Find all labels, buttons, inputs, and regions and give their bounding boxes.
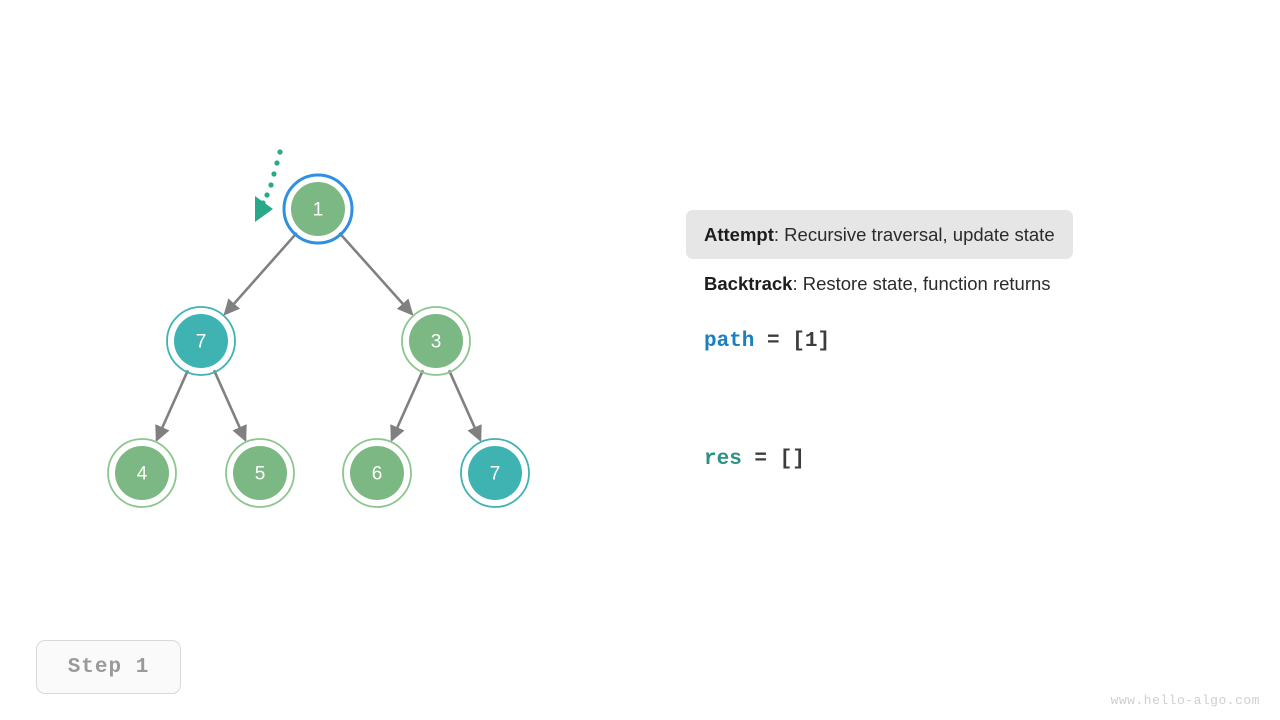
node-label: 7 [490,464,501,485]
tree-nodes: 1 7 3 4 5 6 7 [107,173,530,508]
node-ring-gap [285,177,350,242]
node-label: 4 [137,464,148,485]
res-operator: = [741,448,780,471]
path-operator: = [754,330,793,353]
node-ring [225,438,295,508]
tree-node-4[interactable]: 4 [107,438,177,508]
tree-edge [155,368,190,443]
watermark: www.hello-algo.com [1110,693,1260,708]
node-body [468,446,522,500]
node-ring-gap [344,440,409,505]
info-panel: Attempt: Recursive traversal, update sta… [686,210,1206,308]
tree-node-3[interactable]: 3 [401,306,471,376]
node-ring-gap [110,440,175,505]
tree-edge [212,368,247,443]
path-variable-name: path [704,330,755,353]
tree-edge [390,368,425,443]
attempt-keyword: Attempt [704,224,774,245]
backtrack-keyword: Backtrack [704,273,793,295]
node-ring [282,173,354,245]
recursion-pointer [255,149,283,222]
node-body [350,446,404,500]
node-ring [401,306,471,376]
tree-node-6[interactable]: 6 [342,438,412,508]
node-label: 3 [431,332,442,353]
attempt-text: : Recursive traversal, update state [773,224,1055,245]
node-body [233,446,287,500]
state-line-path: path = [1] [686,330,830,353]
node-ring-gap [228,440,293,505]
pointer-dot [271,171,277,177]
node-label: 6 [372,464,383,485]
node-ring [342,438,412,508]
node-label: 1 [313,200,324,221]
state-line-res: res = [] [686,448,805,471]
pointer-arrow-icon [255,196,273,222]
pointer-dot [274,160,280,166]
step-badge: Step 1 [36,640,181,694]
node-ring-gap [403,308,468,373]
node-body [291,182,345,236]
node-label: 5 [255,464,266,485]
tree-node-7[interactable]: 7 [460,438,530,508]
node-ring [166,306,236,376]
node-ring-gap [169,308,234,373]
tree-node-1[interactable]: 1 [282,173,354,245]
pointer-dot [277,149,283,155]
node-ring-gap [462,440,527,505]
path-value: [1] [792,330,831,353]
node-body [115,446,169,500]
tree-node-5[interactable]: 5 [225,438,295,508]
node-label: 7 [196,332,207,353]
node-ring [107,438,177,508]
binary-tree-diagram: 1 7 3 4 5 6 7 [107,149,530,508]
tree-edge [447,368,482,443]
node-body [174,314,228,368]
backtrack-text: : Restore state, function returns [792,273,1051,295]
node-ring [460,438,530,508]
tree-node-7[interactable]: 7 [166,306,236,376]
tree-edges [155,231,482,443]
pointer-dot [268,182,274,188]
info-row-backtrack: Backtrack: Restore state, function retur… [686,259,1069,308]
node-body [409,314,463,368]
tree-edge [223,231,299,316]
res-value: [] [779,448,805,471]
res-variable-name: res [704,448,742,471]
info-row-attempt: Attempt: Recursive traversal, update sta… [686,210,1073,260]
tree-edge [337,231,414,316]
pointer-dot [264,192,270,198]
